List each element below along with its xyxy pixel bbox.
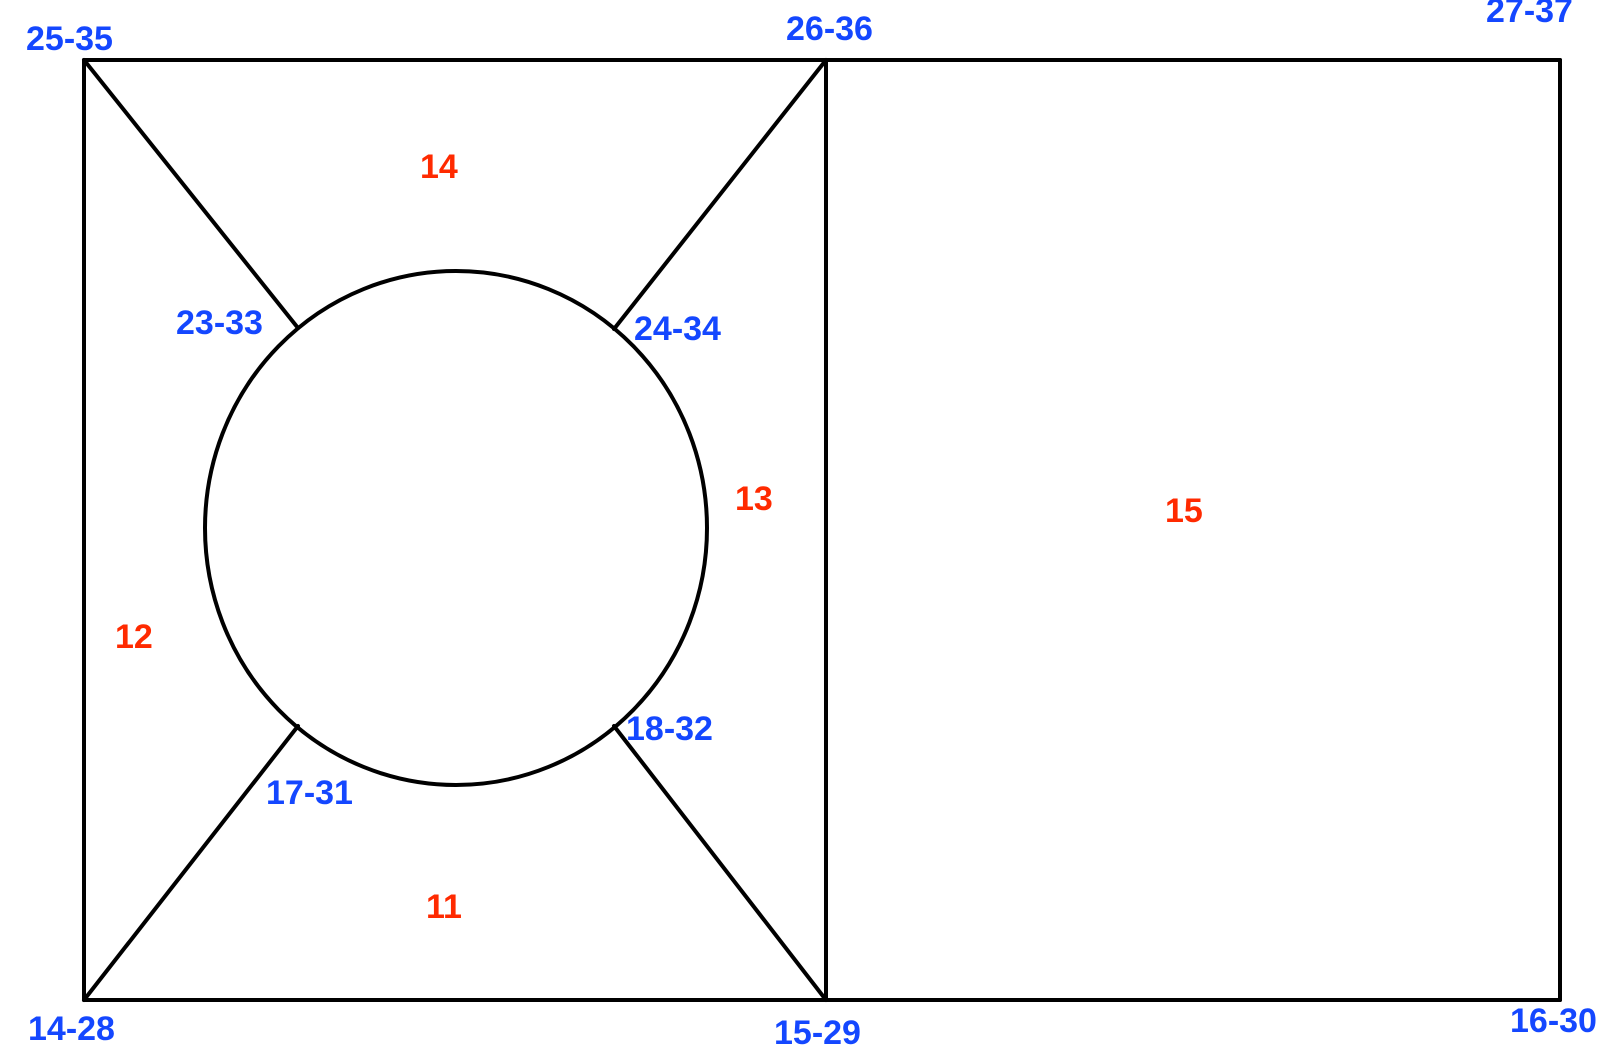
diagonal-lower-left: [82, 724, 300, 1002]
node-label-bottom-middle: 15-29: [774, 1014, 861, 1052]
node-label-bottom-right: 16-30: [1510, 1002, 1597, 1040]
node-label-top-left: 25-35: [26, 20, 113, 58]
node-label-top-right: 27-37: [1486, 0, 1573, 30]
region-labels: 14 12 13 11 15: [115, 148, 1203, 926]
node-label-top-middle: 26-36: [786, 10, 873, 48]
inner-circle: [203, 269, 709, 787]
node-label-circle-upper-left: 23-33: [176, 304, 263, 342]
diagonal-upper-left: [82, 58, 300, 330]
node-labels: 25-35 26-36 27-37 14-28 15-29 16-30 23-3…: [26, 0, 1597, 1052]
node-label-circle-upper-right: 24-34: [634, 310, 721, 348]
region-label-right-square: 15: [1165, 492, 1203, 530]
region-label-right: 13: [735, 480, 773, 518]
region-label-bottom: 11: [426, 888, 462, 926]
node-label-bottom-left: 14-28: [28, 1010, 115, 1048]
diagonal-upper-right: [612, 58, 828, 331]
diagonal-lower-right: [612, 724, 828, 1002]
region-label-left: 12: [115, 618, 153, 656]
node-label-circle-lower-right: 18-32: [626, 710, 713, 748]
edges: [82, 58, 1562, 1002]
region-label-top: 14: [420, 148, 458, 186]
node-label-circle-lower-left: 17-31: [266, 774, 353, 812]
